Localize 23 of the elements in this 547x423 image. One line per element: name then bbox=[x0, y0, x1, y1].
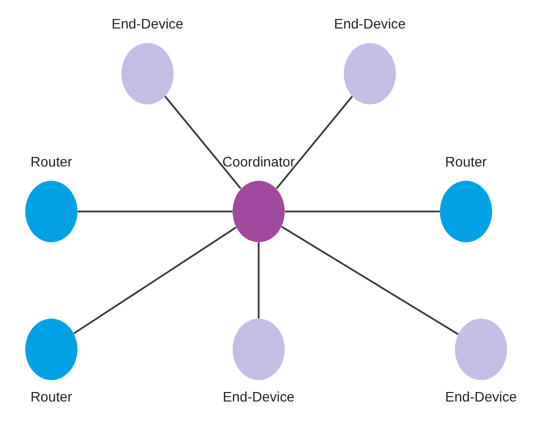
node-ellipse bbox=[454, 318, 507, 380]
connector bbox=[280, 226, 458, 335]
node-label: End-Device bbox=[333, 16, 406, 32]
node-label: Coordinator bbox=[222, 153, 294, 170]
node-label: Router bbox=[30, 388, 72, 405]
connector bbox=[284, 210, 440, 212]
connector bbox=[77, 210, 232, 212]
connector bbox=[257, 242, 260, 318]
node-label: Router bbox=[444, 153, 486, 170]
connector bbox=[72, 226, 236, 334]
node-label: End-Device bbox=[111, 16, 183, 32]
connector bbox=[164, 96, 241, 190]
node-label: End-Device bbox=[222, 388, 294, 405]
node-ellipse bbox=[24, 318, 77, 380]
node-ellipse bbox=[439, 180, 492, 242]
node-ellipse bbox=[232, 318, 284, 380]
node-ellipse bbox=[232, 180, 284, 242]
connector bbox=[275, 96, 352, 190]
node-label: Router bbox=[30, 153, 72, 170]
node-ellipse bbox=[343, 42, 396, 104]
node-ellipse bbox=[24, 180, 77, 242]
node-ellipse bbox=[120, 42, 174, 104]
node-label: End-Device bbox=[444, 388, 516, 405]
